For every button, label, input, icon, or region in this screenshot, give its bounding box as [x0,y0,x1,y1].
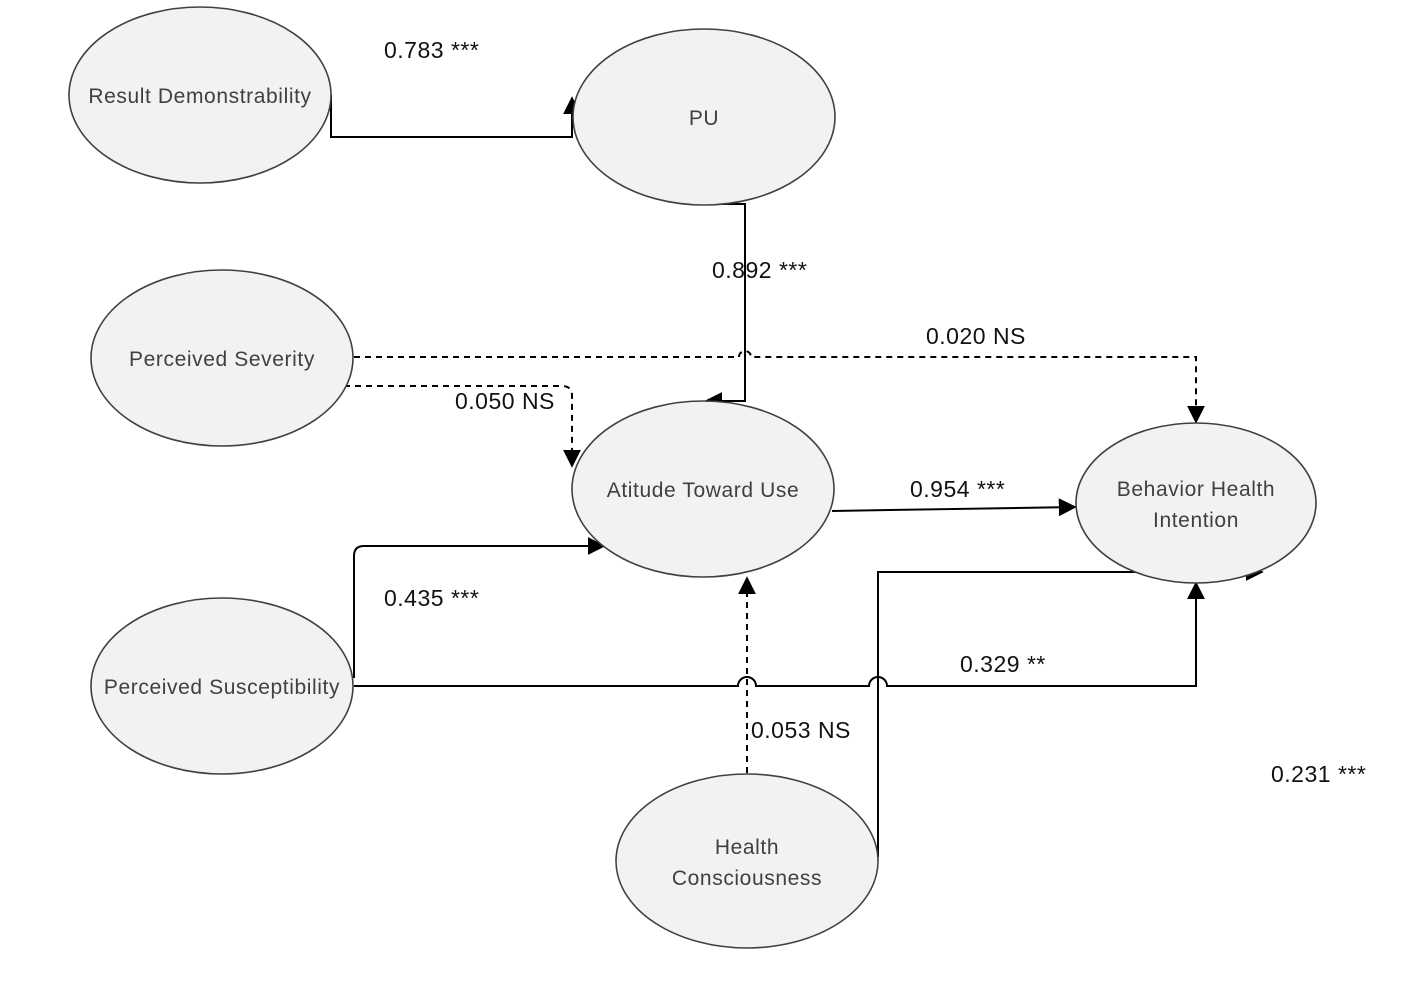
edge-psus-to-bhi [354,581,1205,687]
node-label: Result Demonstrability [88,85,311,108]
node-label-line-1: Behavior Health [1117,478,1275,501]
node-label-line-2: Intention [1153,509,1239,532]
label-hc-to-bhi: 0.231 *** [1271,761,1366,787]
label-psus-to-bhi: 0.329 ** [960,651,1046,677]
node-label-line-2: Consciousness [672,867,822,890]
node-health-consciousness: Health Consciousness [615,773,879,949]
label-atu-to-bhi: 0.954 *** [910,476,1005,502]
node-label: Perceived Susceptibility [104,676,340,699]
label-ps-to-bhi: 0.020 NS [926,323,1026,349]
label-hc-to-atu: 0.053 NS [751,717,851,743]
node-perceived-severity: Perceived Severity [90,269,354,447]
node-perceived-susceptibility: Perceived Susceptibility [90,597,354,775]
label-pu-to-atu: 0.892 *** [712,257,807,283]
node-result-demonstrability: Result Demonstrability [68,6,332,184]
edge-rd-to-pu [330,95,581,138]
node-label: Atitude Toward Use [607,479,800,502]
node-label: Perceived Severity [129,348,315,371]
label-ps-to-atu: 0.050 NS [455,388,555,414]
node-attitude-toward-use: Atitude Toward Use [571,400,835,578]
node-pu: PU [572,28,836,206]
edge-atu-to-bhi [831,498,1077,517]
edge-ps-to-atu [344,385,581,468]
node-behavior-health-intention: Behavior Health Intention [1075,422,1317,584]
node-label: PU [689,107,719,130]
edge-ps-to-bhi [354,350,1205,424]
label-psus-to-atu: 0.435 *** [384,585,479,611]
edge-pu-to-atu [704,203,746,410]
label-rd-to-pu: 0.783 *** [384,37,479,63]
edge-hc-to-bhi [877,563,1264,857]
edge-psus-to-atu [353,537,606,678]
node-label-line-1: Health [715,836,779,859]
